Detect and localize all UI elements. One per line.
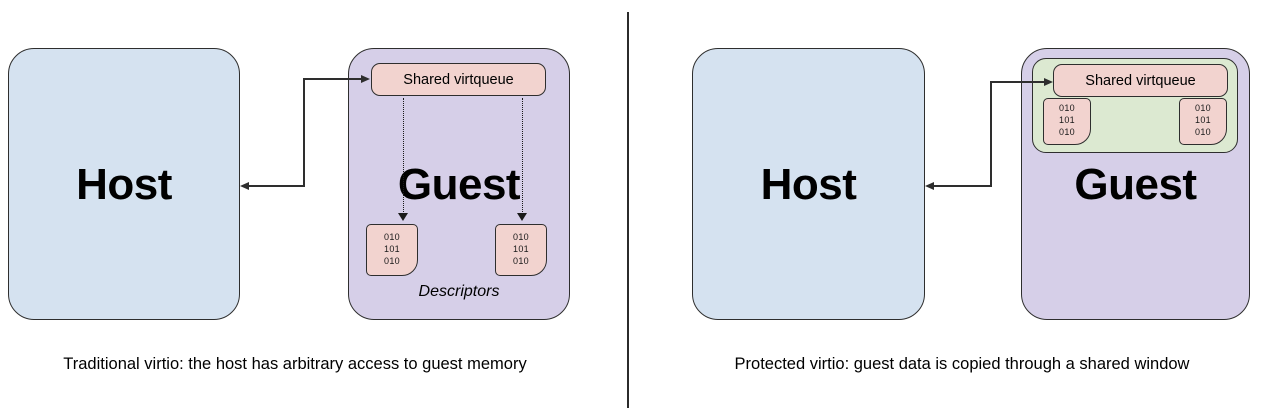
connector-segment-top-protected [990, 81, 1044, 83]
dotted-connector-descriptor-1 [403, 98, 404, 214]
guest-label-traditional: Guest [397, 160, 521, 209]
dotted-connector-descriptor-2 [522, 98, 523, 214]
descriptor-box-1-traditional[interactable]: 010 101 010 [366, 224, 418, 276]
connector-segment-vertical-protected [990, 81, 992, 186]
panel-protected-virtio: Host Guest Shared virtqueue 010 101 010 … [633, 0, 1266, 408]
caption-traditional: Traditional virtio: the host has arbitra… [63, 355, 527, 373]
guest-label-protected: Guest [1074, 160, 1197, 209]
connector-segment-top-traditional [303, 78, 361, 80]
descriptor-line: 010 [1059, 103, 1075, 113]
descriptor-line: 010 [384, 255, 400, 266]
descriptor-line: 010 [513, 231, 529, 242]
descriptor-line: 010 [1059, 127, 1075, 137]
shared-virtqueue-box-protected[interactable]: Shared virtqueue [1053, 64, 1228, 97]
descriptors-caption-traditional: Descriptors [418, 283, 500, 300]
shared-virtqueue-label: Shared virtqueue [403, 71, 514, 88]
host-box-protected [692, 48, 925, 320]
descriptor-line: 010 [513, 255, 529, 266]
shared-virtqueue-label: Shared virtqueue [1085, 72, 1196, 89]
panel-divider [627, 12, 629, 408]
descriptor-box-1-protected[interactable]: 010 101 010 [1043, 98, 1091, 145]
connector-segment-bottom-traditional [249, 185, 305, 187]
caption-protected: Protected virtio: guest data is copied t… [734, 355, 1190, 373]
descriptor-line: 010 [1195, 127, 1211, 137]
descriptor-line: 101 [1059, 115, 1075, 125]
shared-virtqueue-box-traditional[interactable]: Shared virtqueue [371, 63, 546, 96]
panel-traditional-virtio: Host Guest Shared virtqueue 010 101 010 … [8, 48, 570, 373]
descriptor-box-2-protected[interactable]: 010 101 010 [1179, 98, 1227, 145]
host-label-protected: Host [760, 160, 857, 209]
descriptor-line: 010 [384, 231, 400, 242]
host-label-traditional: Host [76, 160, 172, 209]
descriptor-line: 101 [384, 243, 400, 254]
dotted-arrowhead-descriptor-2 [517, 213, 527, 221]
arrow-left-to-host-traditional [240, 181, 249, 190]
descriptor-line: 101 [513, 243, 529, 254]
arrow-right-to-virtqueue-protected [1044, 77, 1053, 86]
dotted-arrowhead-descriptor-1 [398, 213, 408, 221]
connector-segment-vertical-traditional [303, 78, 305, 186]
descriptor-line: 010 [1195, 103, 1211, 113]
arrow-left-to-host-protected [925, 181, 934, 190]
host-box-traditional [8, 48, 240, 320]
arrow-right-to-virtqueue-traditional [361, 74, 370, 83]
descriptor-line: 101 [1195, 115, 1211, 125]
connector-segment-bottom-protected [934, 185, 992, 187]
descriptor-box-2-traditional[interactable]: 010 101 010 [495, 224, 547, 276]
